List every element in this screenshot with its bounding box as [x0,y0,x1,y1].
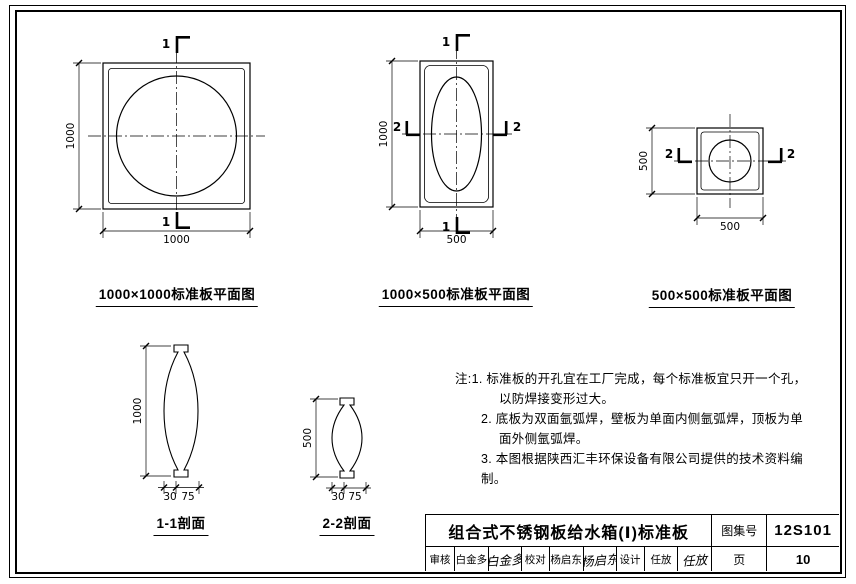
page-outer-border [9,5,846,578]
check-label: 校对 [520,547,549,571]
signature-text: 杨启东 [582,551,616,569]
page-number: 10 [766,547,839,571]
title-block-top-row: 组合式不锈钢板给水箱(Ⅰ)标准板 图集号 12S101 [426,515,839,546]
section-mark-number: 1 [442,220,450,234]
dim-left-value: 500 [302,428,314,448]
atlas-number-label: 图集号 [711,515,766,546]
plan-1000x500-drawing: 1000 500 1 1 2 2 [378,34,521,246]
section-cut-mark-bottom [455,217,470,234]
signature-text: 任放 [681,551,708,569]
dim-bottom-value: 500 [720,221,740,233]
figure-title-plan-1000x500: 1000×500标准板平面图 [378,283,534,307]
title-block: 组合式不锈钢板给水箱(Ⅰ)标准板 图集号 12S101 审核 白金多 白金多 校… [425,514,839,571]
checker-signature: 杨启东 [582,547,616,571]
dim-left-value: 1000 [378,121,390,148]
section-cut-mark-bottom [175,212,190,229]
dim-left-value: 1000 [132,398,144,425]
section-mark-number: 2 [665,147,673,161]
designer-name: 任放 [643,547,678,571]
atlas-number-value: 12S101 [766,515,839,546]
dim-bottom-value: 500 [446,234,466,246]
design-label: 设计 [615,547,644,571]
section-1-1-drawing: 1000 30 75 [132,342,204,503]
note-line: 注:1. 标准板的开孔宜在工厂完成，每个标准板宜只开一个孔， [455,369,827,389]
dim-bottom-value: 1000 [163,234,190,246]
signature-text: 白金多 [487,551,521,569]
checker-name: 杨启东 [548,547,583,571]
dim-left-value: 500 [638,151,650,171]
note-text: 1. 标准板的开孔宜在工厂完成，每个标准板宜只开一个孔， [471,372,807,386]
section-mark-number: 2 [787,147,795,161]
figure-title-section-2-2: 2-2剖面 [319,512,375,536]
title-block-bottom-row: 审核 白金多 白金多 校对 杨启东 杨启东 设计 任放 任放 页 10 [426,546,839,571]
dim-flange-value: 30 [331,491,344,503]
section-mark-number: 2 [513,120,521,134]
plan-500x500-drawing: 500 500 2 2 [638,114,795,233]
page-label: 页 [711,547,766,571]
section-mark-number: 1 [162,215,170,229]
section-cut-mark-top [175,36,190,53]
review-label: 审核 [429,553,451,566]
reviewer-name: 白金多 [453,547,488,571]
drawing-title: 组合式不锈钢板给水箱(Ⅰ)标准板 [448,524,689,542]
note-line: 2. 底板为双面氩弧焊，壁板为单面内侧氩弧焊，顶板为单 [481,412,803,426]
section-cut-mark-right [493,121,508,137]
section-mark-number: 2 [393,120,401,134]
notes-block: 注:1. 标准板的开孔宜在工厂完成，每个标准板宜只开一个孔， 以防焊接变形过大。… [455,369,827,489]
plan-1000x1000-drawing: 1000 1000 1 1 [65,36,265,246]
note-line: 以防焊接变形过大。 [499,392,615,406]
section-cut-mark-top [455,34,470,51]
figure-title-plan-500x500: 500×500标准板平面图 [648,284,796,308]
section-cut-mark-left [405,121,420,137]
figure-title-plan-1000x1000: 1000×1000标准板平面图 [95,283,259,307]
section-mark-number: 1 [442,35,450,49]
section-2-2-drawing: 500 30 75 [302,395,371,503]
section-cut-mark-right [768,148,783,164]
notes-label: 注: [455,372,472,386]
reviewer-signature: 白金多 [487,547,521,571]
figure-title-section-1-1: 1-1剖面 [153,512,209,536]
dim-bulge-value: 75 [348,491,361,503]
dim-flange-value: 30 [163,491,176,503]
page-inner-border [15,10,842,574]
dim-left-value: 1000 [65,123,77,150]
dim-bulge-value: 75 [181,491,194,503]
designer-signature: 任放 [677,547,711,571]
note-line: 3. 本图根据陕西汇丰环保设备有限公司提供的技术资料编制。 [481,452,803,486]
note-line: 面外侧氩弧焊。 [499,432,589,446]
section-mark-number: 1 [162,37,170,51]
section-cut-mark-left [677,148,692,164]
